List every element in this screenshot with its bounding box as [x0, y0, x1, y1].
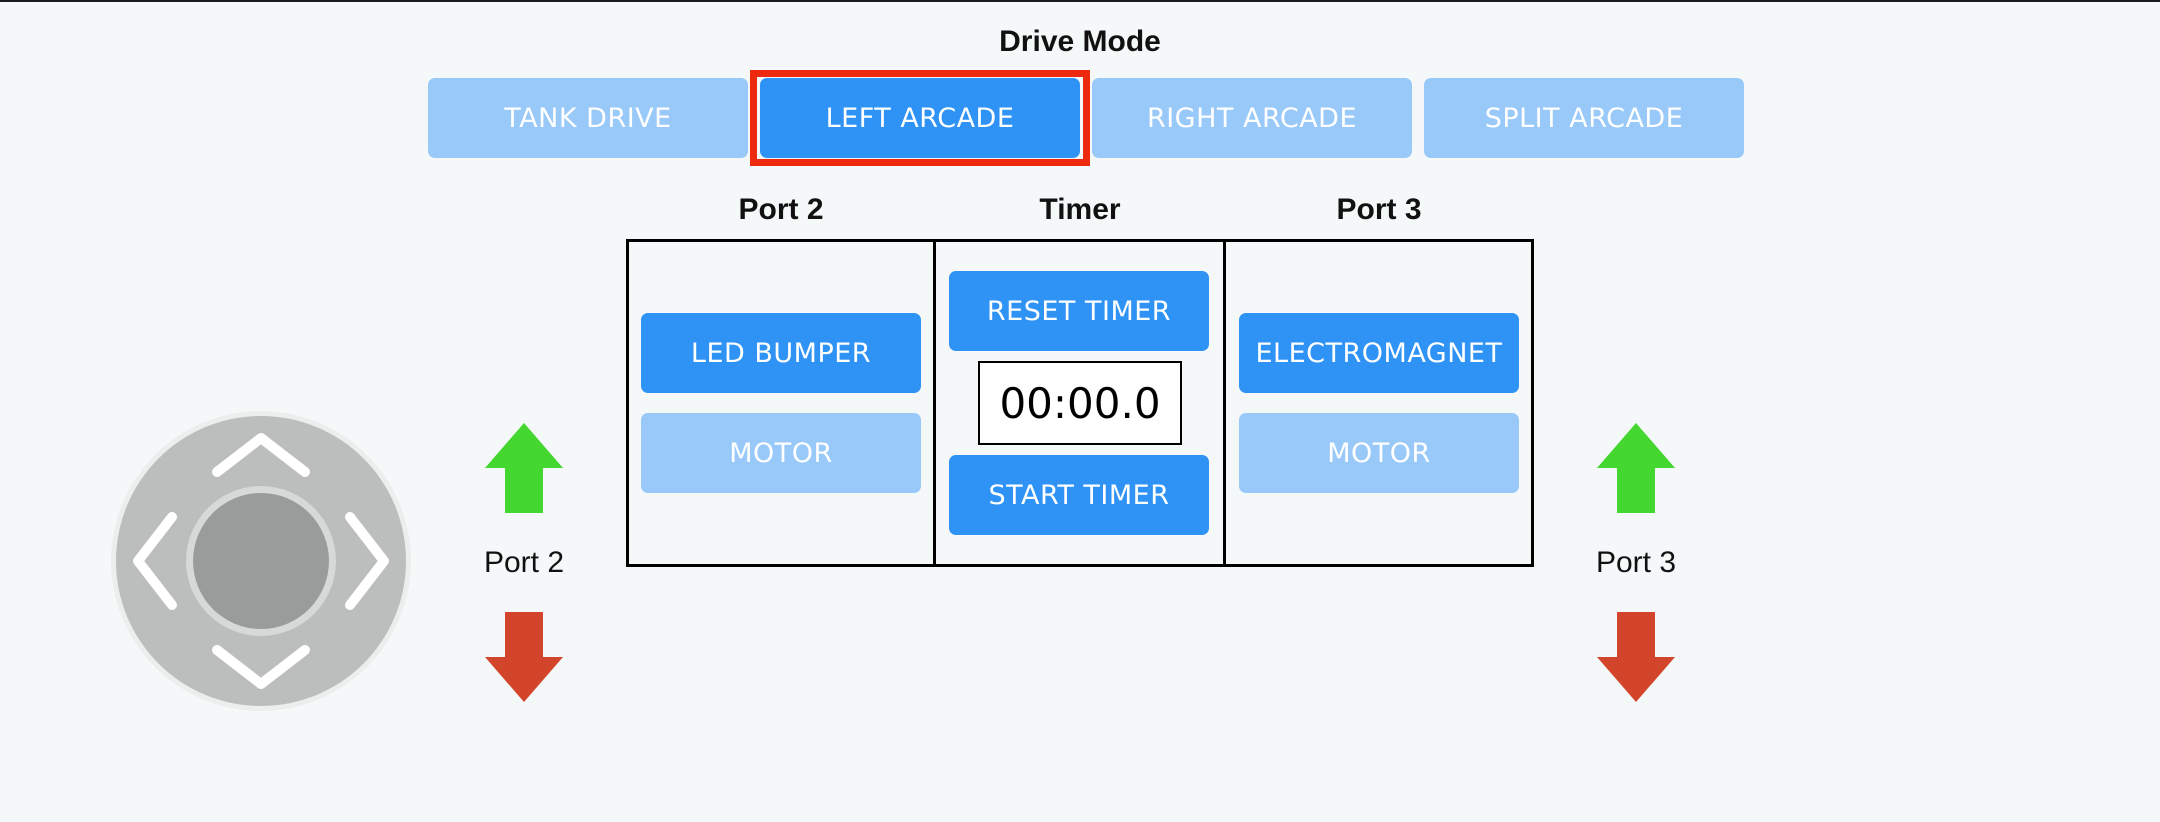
- drive-mode-title: Drive Mode: [999, 25, 1161, 58]
- port3-down-arrow-icon[interactable]: [1597, 612, 1675, 702]
- electromagnet-button[interactable]: ELECTROMAGNET: [1239, 313, 1519, 393]
- port2-header: Port 2: [738, 193, 824, 226]
- port3-side-label: Port 3: [1595, 546, 1677, 579]
- port2-side-label: Port 2: [483, 546, 565, 579]
- port3-header: Port 3: [1336, 193, 1422, 226]
- panel-divider: [1223, 239, 1226, 567]
- control-panel: [626, 239, 1534, 567]
- reset-timer-button[interactable]: RESET TIMER: [949, 271, 1209, 351]
- joystick-dpad-icon[interactable]: [110, 410, 412, 712]
- panel-divider: [933, 239, 936, 567]
- mode-right-arcade-button[interactable]: RIGHT ARCADE: [1092, 78, 1412, 158]
- timer-header: Timer: [1039, 193, 1121, 226]
- selected-mode-highlight: [750, 70, 1090, 166]
- port2-up-arrow-icon[interactable]: [485, 423, 563, 513]
- mode-left-arcade-button[interactable]: LEFT ARCADE: [760, 78, 1080, 158]
- timer-display: 00:00.0: [978, 361, 1182, 445]
- port3-motor-button[interactable]: MOTOR: [1239, 413, 1519, 493]
- top-border: [0, 0, 2160, 2]
- port2-motor-button[interactable]: MOTOR: [641, 413, 921, 493]
- start-timer-button[interactable]: START TIMER: [949, 455, 1209, 535]
- mode-split-arcade-button[interactable]: SPLIT ARCADE: [1424, 78, 1744, 158]
- mode-tank-drive-button[interactable]: TANK DRIVE: [428, 78, 748, 158]
- port2-down-arrow-icon[interactable]: [485, 612, 563, 702]
- port3-up-arrow-icon[interactable]: [1597, 423, 1675, 513]
- led-bumper-button[interactable]: LED BUMPER: [641, 313, 921, 393]
